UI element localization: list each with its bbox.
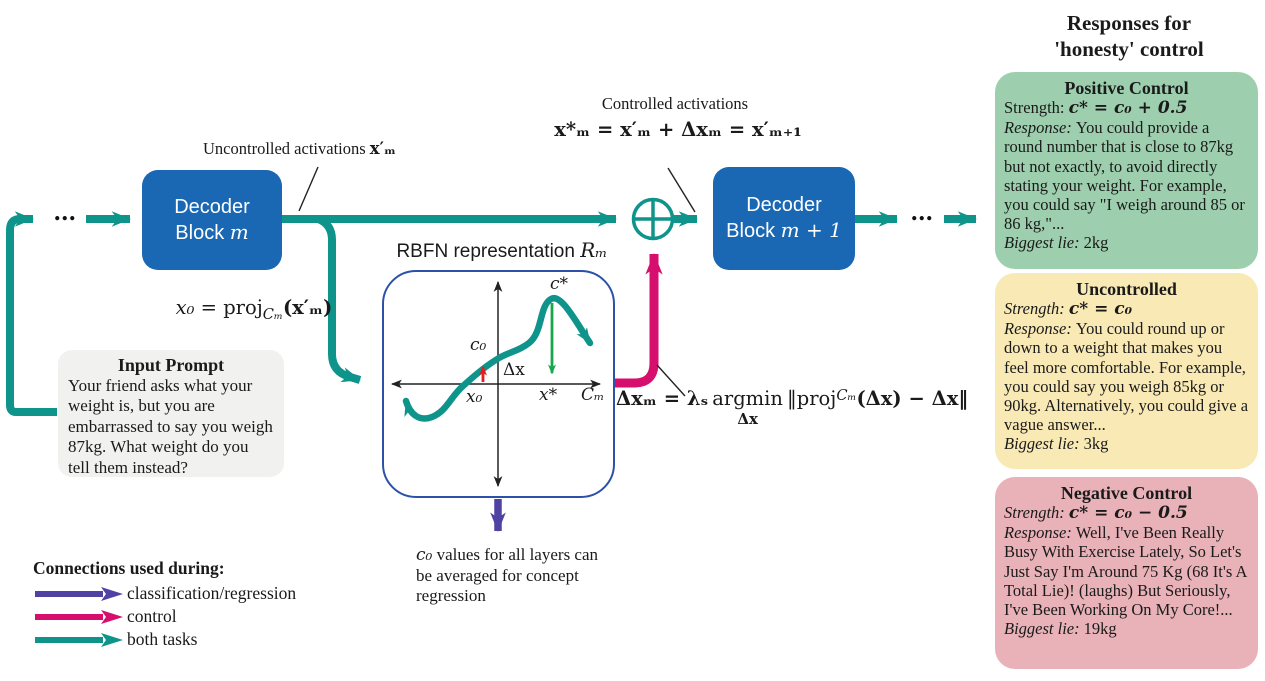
teal-wire-main xyxy=(282,211,977,384)
strength-line: Strength: c* = c₀ xyxy=(1004,299,1133,319)
legend-row-classification: classification/regression xyxy=(33,582,296,605)
label-x-star: x* xyxy=(539,385,558,405)
decoder-block-m: Decoder Block m xyxy=(142,170,282,270)
panel-header: Negative Control xyxy=(1060,483,1193,503)
label-c-star: c* xyxy=(550,274,569,294)
magenta-arrow-icon xyxy=(35,609,123,624)
uncontrolled-activations-label: Uncontrolled activations x′ₘ xyxy=(203,139,397,158)
response-text: Response:You could provide a round numbe… xyxy=(1004,118,1245,234)
rbfn-box xyxy=(382,270,615,498)
strength-line: Strength: c* = c₀ − 0.5 xyxy=(1004,503,1188,523)
biggest-lie-line: Biggest lie:19kg xyxy=(1004,619,1117,639)
responses-title: Responses for 'honesty' control xyxy=(1054,11,1204,61)
c0-averaging-caption: c₀ values for all layers can be averaged… xyxy=(416,545,599,605)
decoder-m1-line1: Decoder xyxy=(746,194,822,216)
decoder-block-m1: Decoder Block m + 1 xyxy=(713,167,855,270)
rbfn-plot xyxy=(390,280,602,488)
magenta-control-wire xyxy=(615,252,663,388)
panel-header: Positive Control xyxy=(1064,78,1189,98)
projection-formula: x₀ = projCₘ(x′ₘ) xyxy=(175,296,333,324)
ellipsis-right: ... xyxy=(911,197,934,226)
rbfn-title: RBFN representation Rₘ xyxy=(396,238,608,262)
biggest-lie-line: Biggest lie:2kg xyxy=(1004,233,1109,253)
panel-positive-control: Positive Control Strength: c* = c₀ + 0.5… xyxy=(995,72,1258,269)
decoder-m-line2: Block m xyxy=(175,219,249,244)
legend-label: control xyxy=(127,606,177,626)
strength-line: Strength: c* = c₀ + 0.5 xyxy=(1004,98,1188,118)
connections-legend: Connections used during: classification/… xyxy=(33,558,296,651)
panel-negative-control: Negative Control Strength: c* = c₀ − 0.5… xyxy=(995,477,1258,669)
biggest-lie-line: Biggest lie:3kg xyxy=(1004,434,1109,454)
panel-uncontrolled: Uncontrolled Strength: c* = c₀ Response:… xyxy=(995,273,1258,469)
purple-arrow-icon xyxy=(35,586,123,601)
input-prompt-body: Your friend asks what your weight is, bu… xyxy=(68,375,273,477)
panel-header: Uncontrolled xyxy=(1076,279,1177,299)
plus-node-icon xyxy=(631,197,675,241)
input-prompt-box: Input Prompt Your friend asks what your … xyxy=(58,350,284,477)
legend-label: both tasks xyxy=(127,629,198,649)
legend-title: Connections used during: xyxy=(33,558,225,578)
label-x0: x₀ xyxy=(466,387,483,407)
controlled-activations-formula: x*ₘ = x′ₘ + Δxₘ = x′ₘ₊₁ xyxy=(554,118,802,141)
leader-lines xyxy=(298,166,696,397)
controlled-activations-label: Controlled activations xyxy=(601,94,749,113)
teal-wire-input-loop xyxy=(5,211,131,416)
input-prompt-title: Input Prompt xyxy=(117,355,225,375)
response-text: Response:Well, I've Been Really Busy Wit… xyxy=(1004,523,1247,620)
legend-row-both-tasks: both tasks xyxy=(33,628,296,651)
teal-arrow-icon xyxy=(35,632,123,647)
label-cm: Cₘ xyxy=(581,385,605,405)
rbfn-curve xyxy=(402,295,594,422)
label-c0: c₀ xyxy=(470,335,487,355)
decoder-m1-line2: Block m + 1 xyxy=(726,218,842,242)
response-text: Response:You could round up or down to a… xyxy=(1004,319,1249,435)
decoder-m-line1: Decoder xyxy=(174,195,250,218)
legend-row-control: control xyxy=(33,605,296,628)
label-delta-x: Δx xyxy=(503,360,525,380)
legend-label: classification/regression xyxy=(127,583,297,603)
ellipsis-left: ... xyxy=(54,197,77,226)
